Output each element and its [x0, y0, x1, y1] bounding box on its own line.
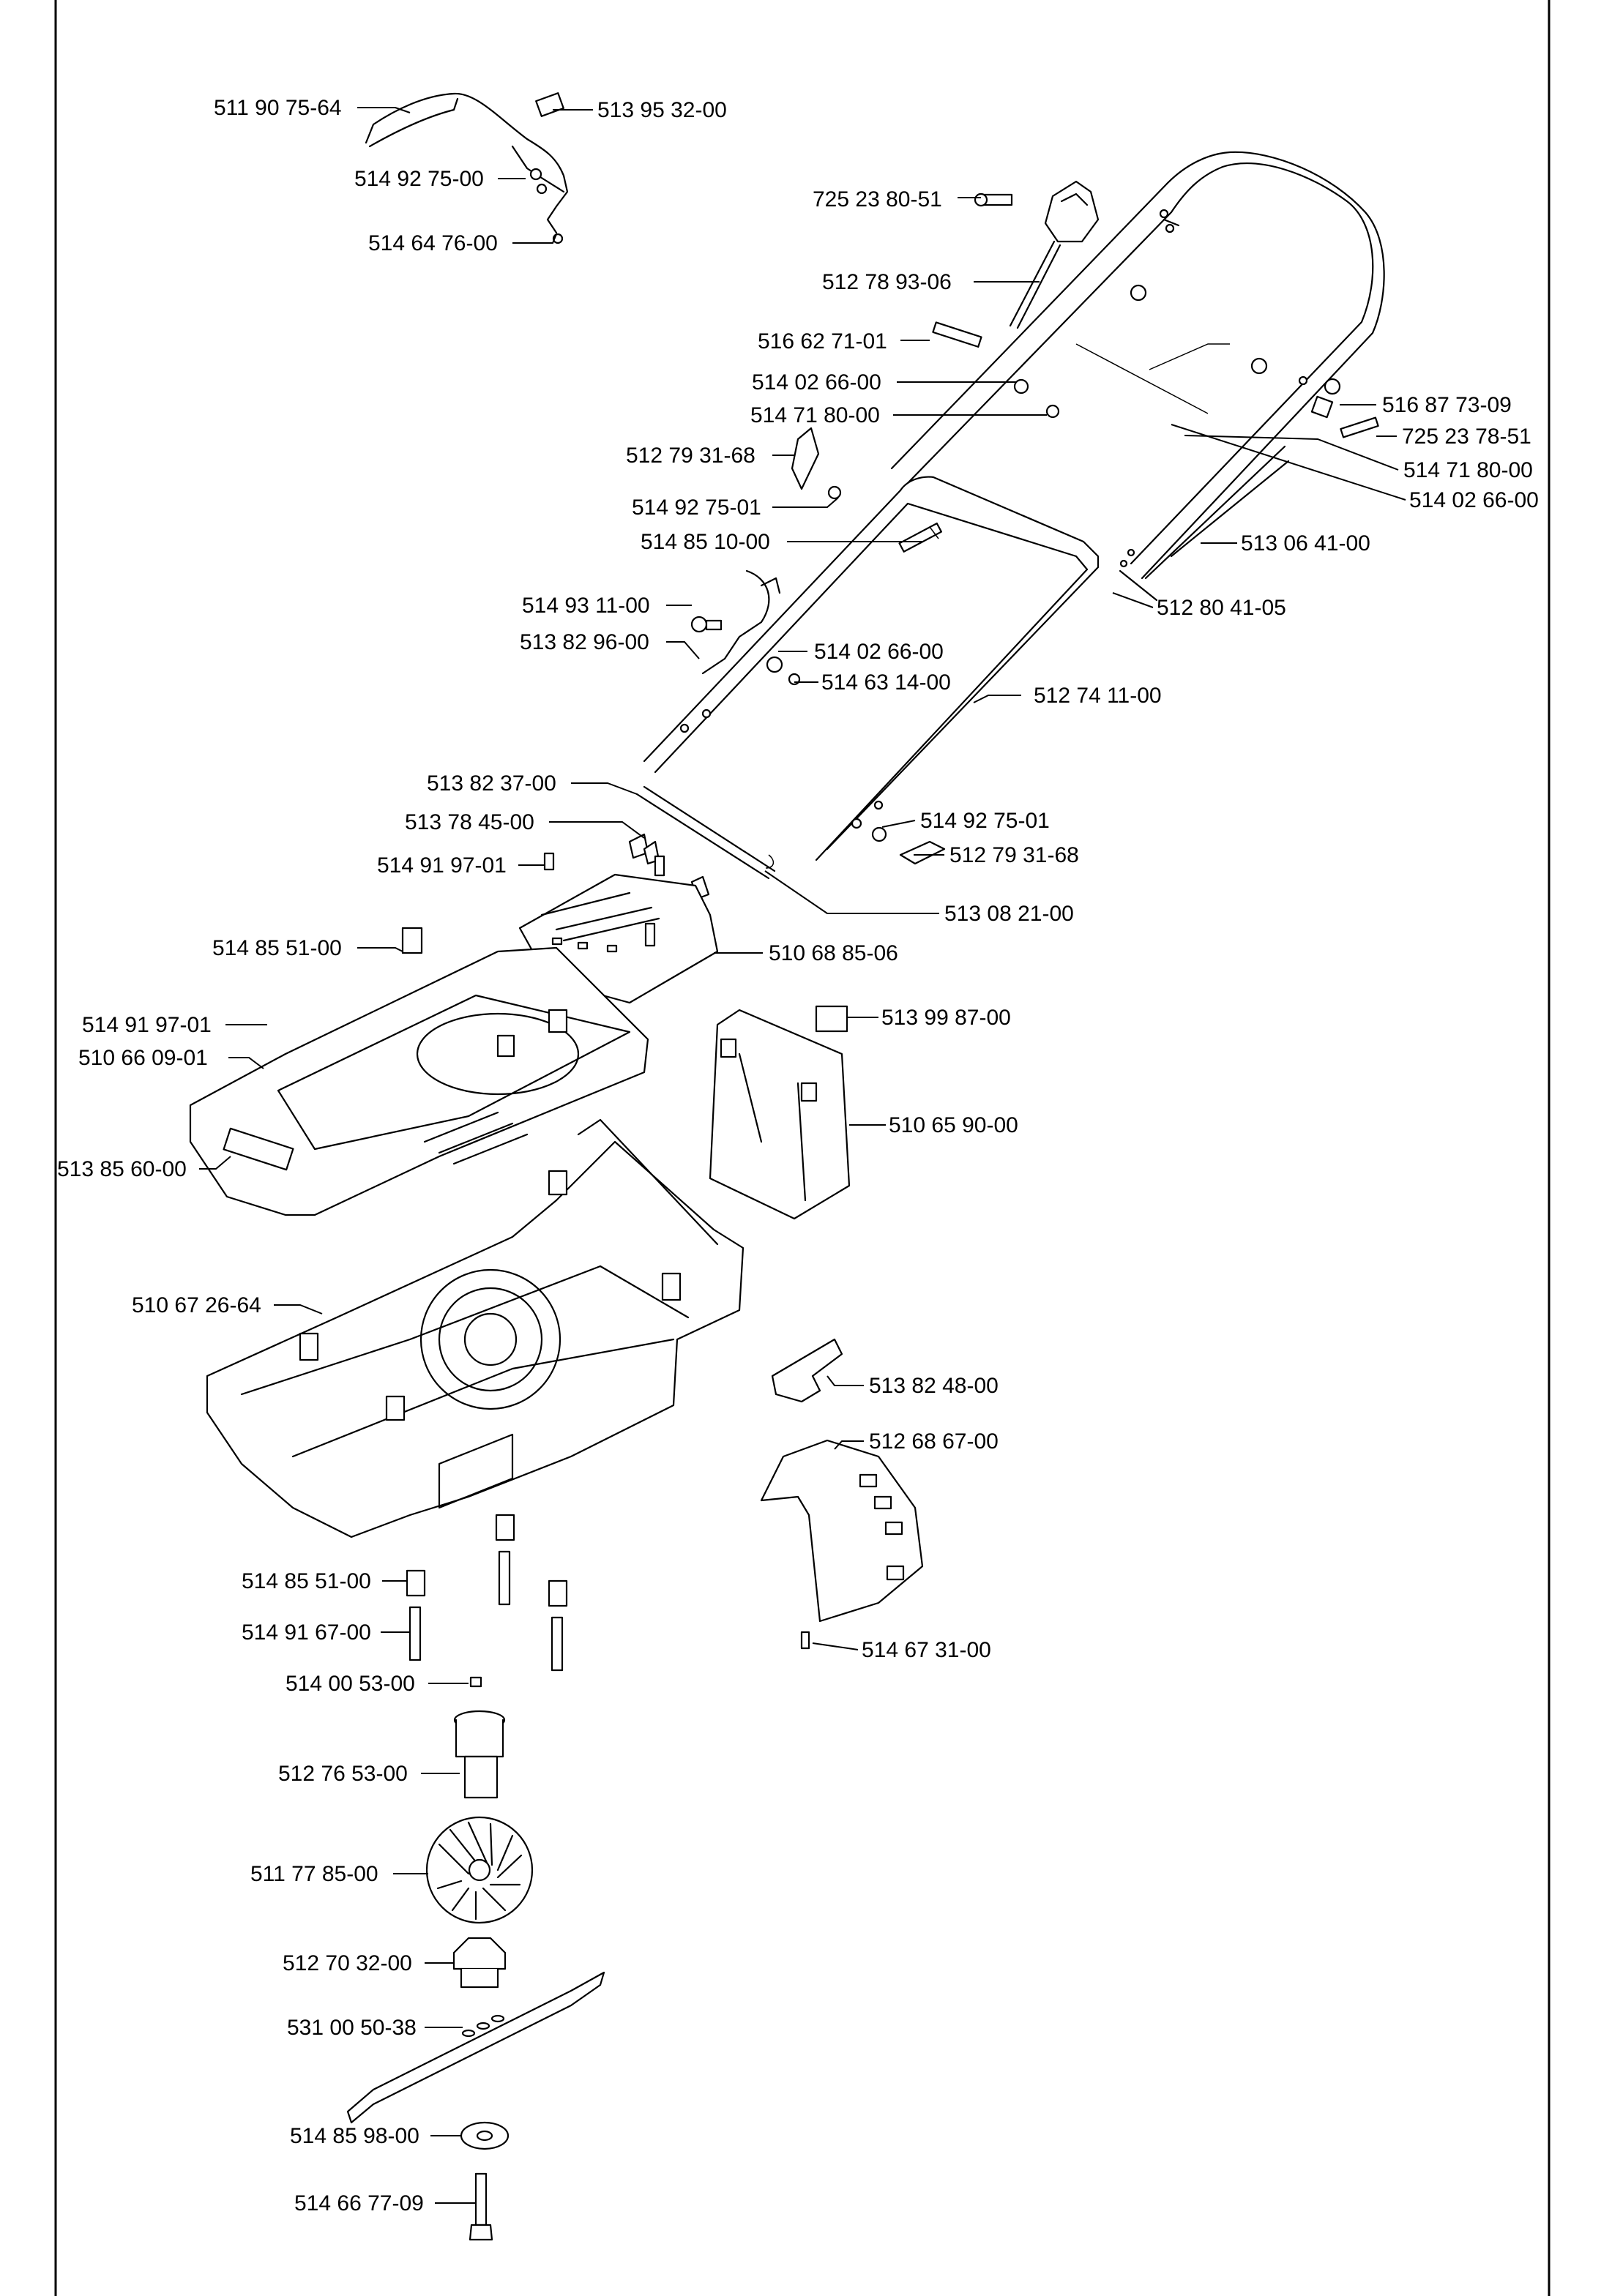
label-510-68-85-06: 510 68 85-06 — [769, 941, 898, 965]
label-514-64-76-00: 514 64 76-00 — [368, 231, 498, 255]
part-deck-bolts — [406, 1514, 568, 1688]
label-514-92-75-01-b: 514 92 75-01 — [920, 809, 1050, 833]
label-514-93-11-00: 514 93 11-00 — [522, 594, 650, 618]
label-512-79-31-68-a: 512 79 31-68 — [626, 444, 755, 468]
part-lower-handle — [643, 476, 1100, 861]
label-512-68-67-00: 512 68 67-00 — [869, 1429, 999, 1454]
part-mower-deck — [206, 1118, 745, 1538]
label-510-65-90-00: 510 65 90-00 — [889, 1113, 1018, 1137]
label-514-85-51-00-b: 514 85 51-00 — [242, 1569, 371, 1593]
part-handle-hardware — [791, 321, 1379, 553]
label-514-91-97-01-a: 514 91 97-01 — [377, 853, 507, 878]
label-510-66-09-01: 510 66 09-01 — [78, 1046, 208, 1070]
label-514-91-97-01-b: 514 91 97-01 — [82, 1013, 212, 1037]
part-washer — [460, 2121, 510, 2150]
label-725-23-78-51: 725 23 78-51 — [1402, 425, 1531, 449]
label-514-00-53-00: 514 00 53-00 — [286, 1672, 415, 1696]
label-514-85-98-00: 514 85 98-00 — [290, 2124, 419, 2148]
leader-lines — [199, 107, 1406, 2204]
label-514-02-66-00-a: 514 02 66-00 — [752, 370, 881, 394]
label-514-85-10-00: 514 85 10-00 — [641, 530, 770, 554]
part-blade-adapter — [453, 1710, 506, 1799]
label-725-23-80-51: 725 23 80-51 — [813, 187, 942, 212]
part-number-labels: 511 90 75-64 513 95 32-00 514 92 75-00 5… — [57, 96, 1539, 2215]
part-bail-wire — [365, 92, 569, 244]
part-side-flap — [760, 1338, 924, 1650]
label-510-67-26-64: 510 67 26-64 — [132, 1293, 261, 1317]
label-512-70-32-00: 512 70 32-00 — [283, 1951, 412, 1975]
part-cable — [1119, 445, 1290, 602]
label-514-71-80-00-b: 514 71 80-00 — [1403, 458, 1533, 482]
label-513-95-32-00: 513 95 32-00 — [597, 98, 727, 122]
label-514-66-77-09: 514 66 77-09 — [294, 2191, 424, 2215]
label-513-85-60-00: 513 85 60-00 — [57, 1157, 187, 1181]
label-514-71-80-00-a: 514 71 80-00 — [750, 403, 880, 427]
label-514-85-51-00-a: 514 85 51-00 — [212, 936, 342, 960]
part-blade — [346, 1971, 605, 2124]
part-upper-housing-cover — [189, 927, 649, 1216]
label-514-92-75-00: 514 92 75-00 — [354, 167, 484, 191]
label-514-92-75-01-a: 514 92 75-01 — [632, 496, 761, 520]
label-514-02-66-00-b: 514 02 66-00 — [1409, 488, 1539, 512]
label-513-82-48-00: 513 82 48-00 — [869, 1374, 999, 1398]
label-512-76-53-00: 512 76 53-00 — [278, 1762, 408, 1786]
part-axle-rod — [543, 785, 946, 900]
label-516-87-73-09: 516 87 73-09 — [1382, 393, 1512, 417]
label-514-67-31-00: 514 67 31-00 — [862, 1638, 991, 1662]
label-512-79-31-68-b: 512 79 31-68 — [949, 843, 1079, 867]
label-513-08-21-00: 513 08 21-00 — [944, 902, 1074, 926]
label-511-77-85-00: 511 77 85-00 — [250, 1862, 378, 1886]
label-511-90-75-64: 511 90 75-64 — [214, 96, 342, 120]
label-516-62-71-01: 516 62 71-01 — [758, 329, 887, 354]
label-514-63-14-00: 514 63 14-00 — [821, 670, 951, 695]
part-blade-boss — [452, 1937, 507, 1989]
label-513-99-87-00: 513 99 87-00 — [881, 1006, 1011, 1030]
label-531-00-50-38: 531 00 50-38 — [287, 2016, 417, 2040]
label-514-91-67-00: 514 91 67-00 — [242, 1620, 371, 1645]
label-512-80-41-05: 512 80 41-05 — [1157, 596, 1286, 620]
label-512-74-11-00: 512 74 11-00 — [1034, 684, 1162, 708]
label-513-06-41-00: 513 06 41-00 — [1241, 531, 1370, 556]
part-blade-bolt — [469, 2172, 493, 2241]
part-fan — [425, 1816, 534, 1924]
part-side-chute — [709, 1005, 851, 1220]
label-513-82-96-00: 513 82 96-00 — [520, 630, 649, 654]
label-512-78-93-06: 512 78 93-06 — [822, 270, 952, 294]
part-latch-cable-guide — [690, 526, 939, 686]
label-514-02-66-00-c: 514 02 66-00 — [814, 640, 944, 664]
label-513-82-37-00: 513 82 37-00 — [427, 771, 556, 796]
part-upper-handle — [890, 151, 1385, 580]
label-513-78-45-00: 513 78 45-00 — [405, 810, 534, 834]
